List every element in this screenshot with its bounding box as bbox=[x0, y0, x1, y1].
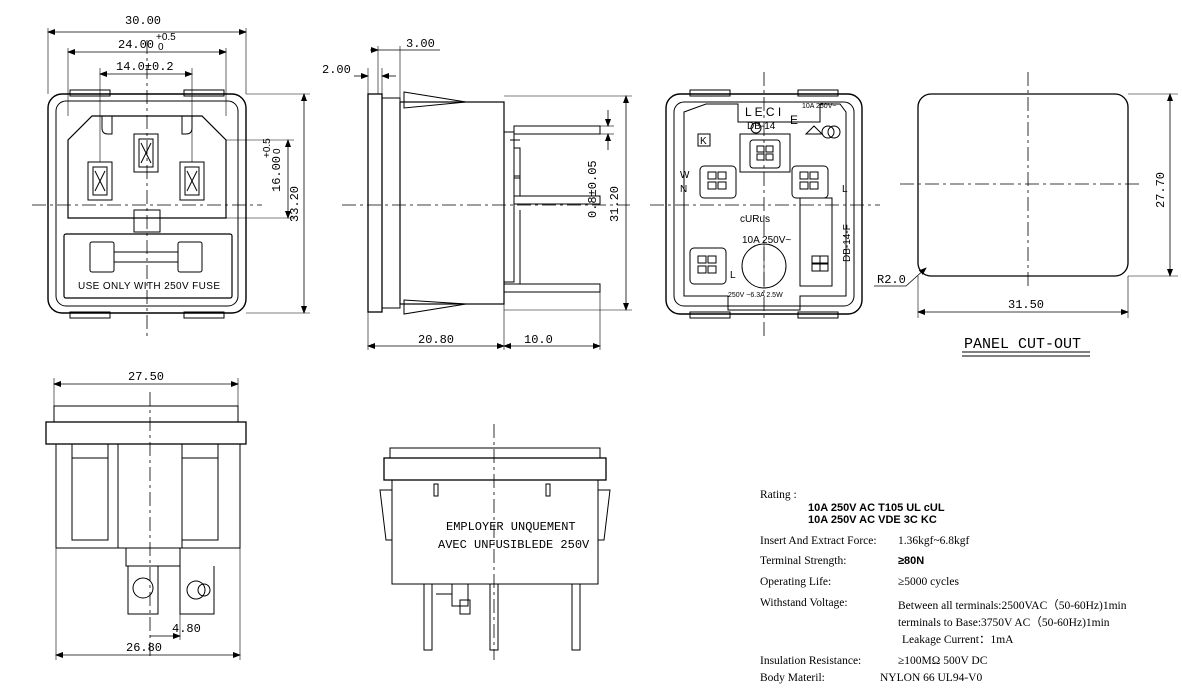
dim-bottom-width: 26.80 bbox=[126, 641, 162, 655]
model-label: DB-14 bbox=[747, 121, 776, 132]
spec-body-value: NYLON 66 UL94-V0 bbox=[880, 672, 983, 684]
spec-withstand-value3: Leakage Current：1mA bbox=[902, 634, 1014, 646]
spec-insulation-value: ≥100MΩ 500V DC bbox=[898, 655, 988, 667]
spec-insert-value: 1.36kgf~6.8kgf bbox=[898, 535, 970, 547]
dim-inlet-height-tol-lower: 0 bbox=[272, 148, 283, 154]
spec-rating-line2: 10A 250V AC VDE 3C KC bbox=[808, 514, 937, 526]
spec-life-label: Operating Life: bbox=[760, 576, 832, 588]
spec-insulation-label: Insulation Resistance: bbox=[760, 655, 862, 667]
dim-inner-width-tol-lower: 0 bbox=[158, 42, 164, 53]
spec-body-label: Body Materil: bbox=[760, 672, 825, 684]
rating-small-label: 10A 250V~ bbox=[802, 103, 836, 110]
side-label-line2: AVEC UNFUSIBLEDE 250V bbox=[438, 538, 590, 552]
dim-bottom-top-width: 27.50 bbox=[128, 370, 164, 384]
side-label-line1: EMPLOYER UNQUEMENT bbox=[446, 520, 576, 534]
bottom-view bbox=[45, 378, 247, 660]
spec-withstand-label: Withstand Voltage: bbox=[760, 597, 848, 609]
dim-inlet-height: 16.00 bbox=[270, 156, 284, 192]
dim-inner-width-tol-upper: +0.5 bbox=[156, 32, 176, 43]
earth-label: E bbox=[790, 113, 798, 127]
rear-view bbox=[650, 72, 880, 338]
spec-rating-line1: 10A 250V AC T105 UL cUL bbox=[808, 502, 945, 514]
dim-body-depth: 20.80 bbox=[418, 333, 454, 347]
front-view bbox=[32, 28, 310, 338]
spec-withstand-value2: terminals to Base:3750V AC（50-60Hz)1min bbox=[898, 617, 1110, 629]
dim-top: 3.00 bbox=[406, 37, 435, 51]
rating-mid-label: 10A 250V~ bbox=[742, 235, 791, 246]
dim-inlet-height-tol-upper: +0.5 bbox=[262, 138, 273, 158]
label-l-right: L bbox=[842, 184, 848, 195]
spec-rating-label: Rating : bbox=[760, 489, 797, 501]
dim-cutout-width: 31.50 bbox=[1008, 298, 1044, 312]
dim-overall-width: 30.00 bbox=[125, 14, 161, 28]
spec-terminal-value: ≥80N bbox=[898, 555, 925, 567]
spec-insert-label: Insert And Extract Force: bbox=[760, 535, 877, 547]
dim-terminal-length: 10.0 bbox=[524, 333, 553, 347]
dim-cutout-height: 27.70 bbox=[1154, 172, 1168, 208]
fuse-rating-label: 250V ~6.3A 2.5W bbox=[728, 292, 783, 299]
dim-overall-height: 33.20 bbox=[288, 186, 302, 222]
spec-life-value: ≥5000 cycles bbox=[898, 576, 959, 588]
model-side-label: DB-14-F bbox=[842, 224, 853, 262]
label-l-bottom: L bbox=[730, 270, 736, 281]
label-n: N bbox=[680, 184, 687, 195]
label-w: W bbox=[680, 170, 690, 181]
dim-flange-thickness: 2.00 bbox=[322, 63, 351, 77]
safety-mark-label: K bbox=[700, 136, 707, 147]
panel-cutout-view bbox=[874, 72, 1178, 357]
spec-terminal-label: Terminal Strength: bbox=[760, 555, 847, 567]
fuse-label: USE ONLY WITH 250V FUSE bbox=[78, 281, 220, 292]
dim-pin-spacing: 14.0±0.2 bbox=[116, 60, 174, 74]
dim-terminal-thickness: 0.8±0.05 bbox=[586, 160, 600, 218]
ul-mark: cURus bbox=[740, 214, 770, 225]
side-view bbox=[342, 46, 632, 350]
side-bottom-view bbox=[379, 424, 611, 660]
dim-cutout-radius: R2.0 bbox=[877, 273, 906, 287]
dim-terminal-gap: 4.80 bbox=[172, 622, 201, 636]
panel-cutout-title: PANEL CUT-OUT bbox=[964, 336, 1081, 353]
dim-inner-width: 24.00 bbox=[118, 38, 154, 52]
spec-withstand-value1: Between all terminals:2500VAC（50-60Hz)1m… bbox=[898, 600, 1127, 612]
brand-label: L E C I bbox=[745, 105, 781, 119]
dim-body-height: 31.20 bbox=[608, 186, 622, 222]
